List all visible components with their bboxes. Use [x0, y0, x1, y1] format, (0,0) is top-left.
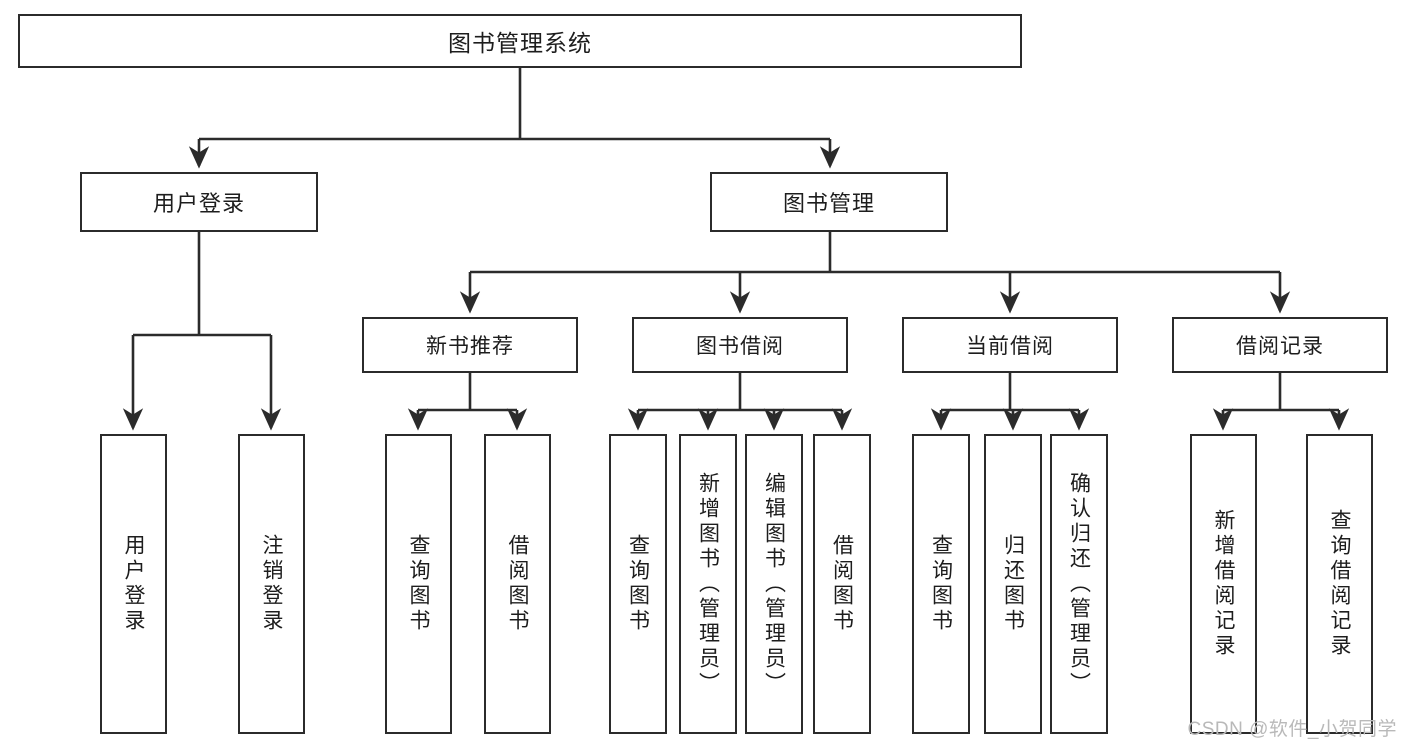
leaf-borrow-book[interactable]: 借阅图书 — [813, 434, 871, 734]
node-book-manage-label: 图书管理 — [782, 191, 875, 216]
leaf-user-logout[interactable]: 注销登录 — [238, 434, 305, 734]
node-current-borrow[interactable]: 当前借阅 — [902, 317, 1118, 373]
leaf-borrow-book-label: 借阅图书 — [830, 534, 854, 634]
node-root-label: 图书管理系统 — [448, 30, 592, 56]
node-new-book-recommend-label: 新书推荐 — [426, 335, 514, 358]
leaf-add-borrow-record-label: 新增借阅记录 — [1212, 509, 1235, 659]
node-book-manage[interactable]: 图书管理 — [710, 172, 948, 232]
leaf-edit-book-admin[interactable]: 编辑图书（管理员） — [745, 434, 803, 734]
node-new-book-recommend[interactable]: 新书推荐 — [362, 317, 578, 373]
node-borrow-record[interactable]: 借阅记录 — [1172, 317, 1388, 373]
leaf-query-borrow-record-label: 查询借阅记录 — [1328, 509, 1351, 659]
node-user-login-label: 用户登录 — [152, 191, 245, 216]
node-user-login[interactable]: 用户登录 — [80, 172, 318, 232]
leaf-query-book-recommend[interactable]: 查询图书 — [385, 434, 452, 734]
leaf-return-book[interactable]: 归还图书 — [984, 434, 1042, 734]
leaf-user-login[interactable]: 用户登录 — [100, 434, 167, 734]
node-root[interactable]: 图书管理系统 — [18, 14, 1022, 68]
leaf-borrow-book-recommend-label: 借阅图书 — [506, 534, 529, 634]
node-current-borrow-label: 当前借阅 — [966, 335, 1054, 358]
node-borrow-record-label: 借阅记录 — [1236, 335, 1324, 358]
leaf-query-book-borrow[interactable]: 查询图书 — [609, 434, 667, 734]
leaf-add-book-admin-label: 新增图书（管理员） — [696, 471, 720, 697]
leaf-borrow-book-recommend[interactable]: 借阅图书 — [484, 434, 551, 734]
leaf-query-borrow-record[interactable]: 查询借阅记录 — [1306, 434, 1373, 734]
leaf-add-book-admin[interactable]: 新增图书（管理员） — [679, 434, 737, 734]
leaf-query-book-current-label: 查询图书 — [929, 534, 953, 634]
watermark-text: CSDN @软件_小贺同学 — [1187, 719, 1397, 740]
leaf-confirm-return-admin-label: 确认归还（管理员） — [1067, 471, 1091, 697]
leaf-query-book-current[interactable]: 查询图书 — [912, 434, 970, 734]
leaf-confirm-return-admin[interactable]: 确认归还（管理员） — [1050, 434, 1108, 734]
leaf-query-book-borrow-label: 查询图书 — [626, 534, 650, 634]
node-book-borrow[interactable]: 图书借阅 — [632, 317, 848, 373]
leaf-return-book-label: 归还图书 — [1001, 534, 1025, 634]
node-book-borrow-label: 图书借阅 — [696, 335, 784, 358]
leaf-query-book-recommend-label: 查询图书 — [407, 534, 430, 634]
leaf-user-login-label: 用户登录 — [122, 534, 145, 634]
leaf-edit-book-admin-label: 编辑图书（管理员） — [762, 471, 786, 697]
leaf-user-logout-label: 注销登录 — [260, 534, 283, 634]
leaf-add-borrow-record[interactable]: 新增借阅记录 — [1190, 434, 1257, 734]
